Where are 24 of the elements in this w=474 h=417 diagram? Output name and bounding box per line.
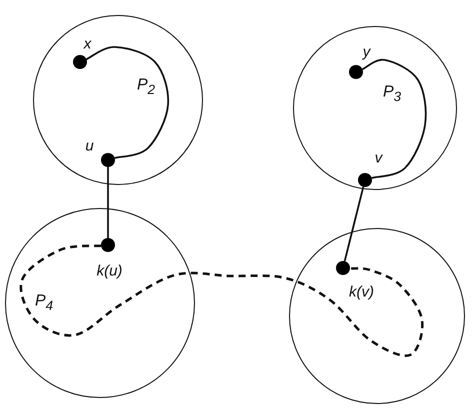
vertex-dot <box>100 238 114 252</box>
set-circle <box>33 15 203 185</box>
connecting-line <box>107 167 109 238</box>
set-circle <box>289 228 465 404</box>
vertex-label: k(v) <box>349 284 374 299</box>
vertex-label: k(u) <box>96 263 122 278</box>
vertex-dot <box>348 64 362 78</box>
vertex-dot <box>72 54 86 68</box>
path-curve <box>86 46 170 159</box>
path-curve <box>362 58 427 179</box>
vertex-label: y <box>362 44 370 59</box>
path-label: P$_{4}$ <box>34 294 54 312</box>
path-label: P$_{2}$ <box>136 78 156 96</box>
vertex-label: u <box>85 138 94 153</box>
connecting-line <box>344 186 364 262</box>
dashed-path <box>20 244 424 357</box>
set-circle <box>5 208 195 398</box>
vertex-label: x <box>84 36 92 51</box>
path-label: P$_{3}$ <box>382 84 402 104</box>
vertex-dot <box>100 152 114 166</box>
vertex-label: v <box>374 150 382 165</box>
vertex-dot <box>336 260 350 274</box>
set-circle <box>293 26 457 190</box>
vertex-dot <box>358 172 372 186</box>
